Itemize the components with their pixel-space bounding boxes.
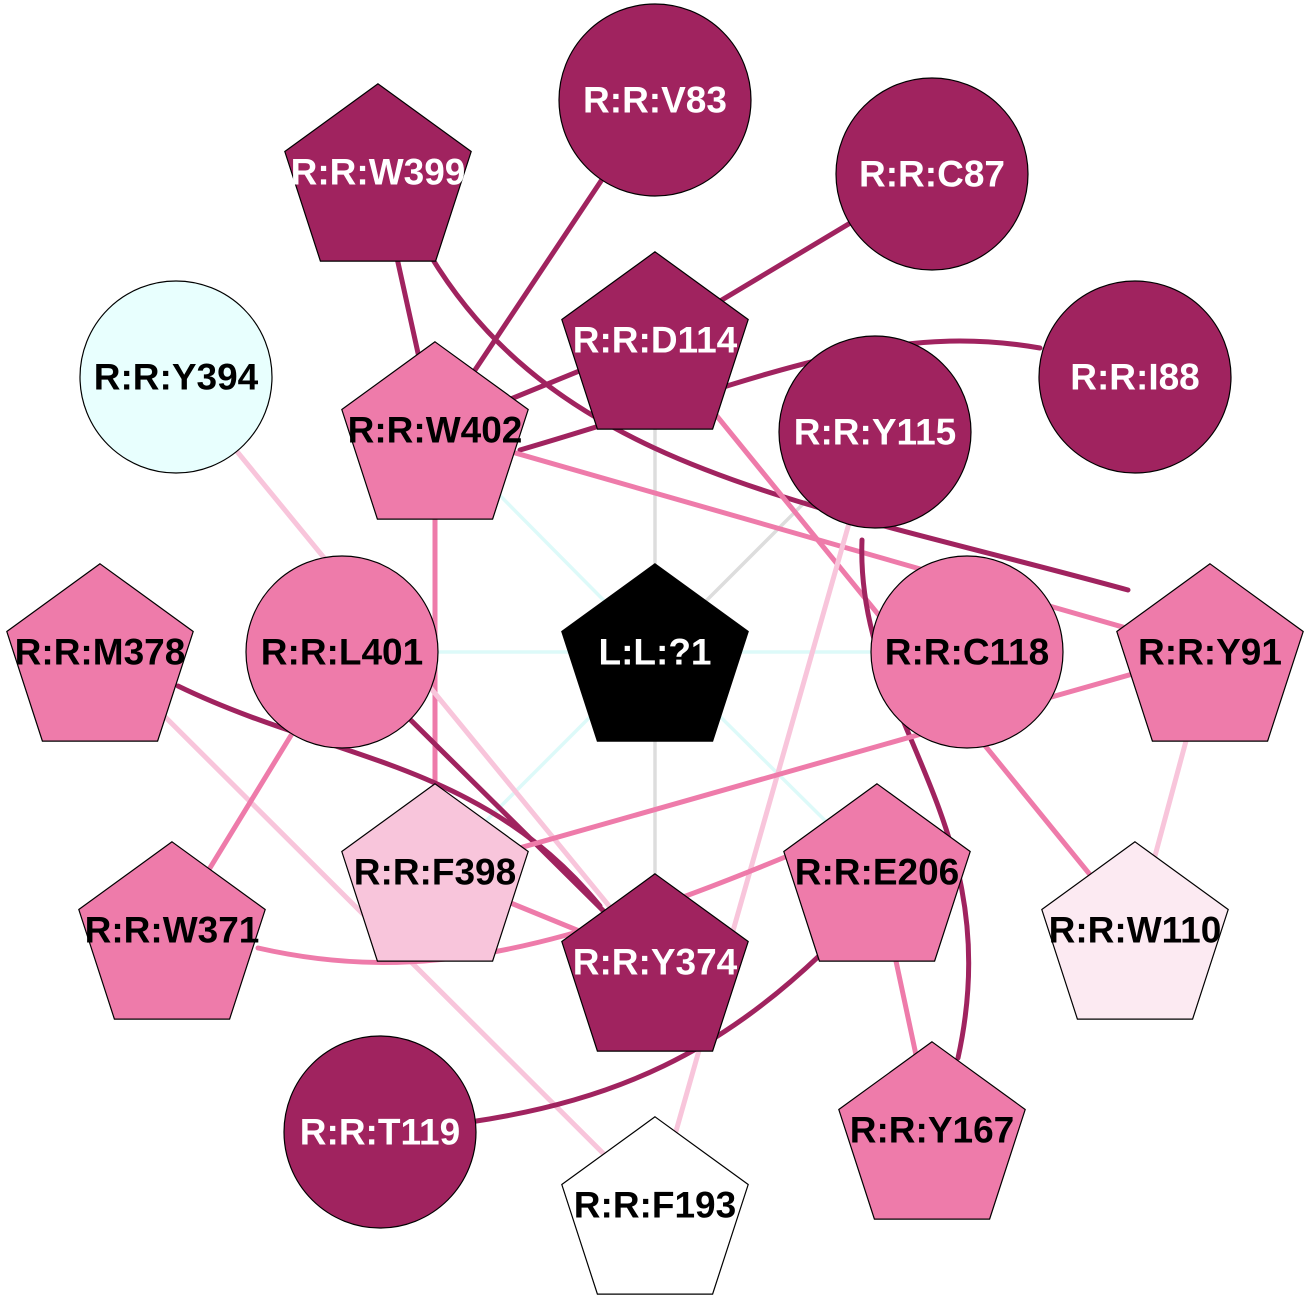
node-shape-r-r-c87 bbox=[835, 77, 1029, 271]
node-r-r-c87: R:R:C87 bbox=[835, 77, 1029, 271]
node-r-r-f398: R:R:F398 bbox=[341, 783, 529, 962]
node-shape-r-r-w371 bbox=[78, 841, 266, 1020]
node-r-r-t119: R:R:T119 bbox=[283, 1035, 477, 1229]
node-shape-r-r-v83 bbox=[558, 3, 752, 197]
edge-r-r-y115-r-r-f193 bbox=[652, 429, 878, 1208]
node-label-r-r-w371: R:R:W371 bbox=[85, 910, 260, 951]
node-shape-r-r-y374 bbox=[561, 873, 749, 1052]
node-label-r-r-t119: R:R:T119 bbox=[300, 1112, 460, 1153]
node-shape-r-r-f398 bbox=[341, 783, 529, 962]
node-shape-r-r-m378 bbox=[6, 563, 194, 742]
node-r-r-y91: R:R:Y91 bbox=[1116, 563, 1304, 742]
node-r-r-f193: R:R:F193 bbox=[561, 1116, 749, 1295]
edge-r-r-w371-r-r-e206 bbox=[255, 852, 793, 965]
node-label-r-r-y394: R:R:Y394 bbox=[94, 357, 259, 398]
node-shape-r-r-c118 bbox=[870, 555, 1064, 749]
node-label-r-r-y91: R:R:Y91 bbox=[1138, 632, 1282, 673]
node-r-r-y374: R:R:Y374 bbox=[561, 873, 749, 1052]
edge-r-r-y115-r-r-y167 bbox=[859, 537, 972, 1061]
node-r-r-e206: R:R:E206 bbox=[783, 783, 971, 962]
node-shape-r-r-w399 bbox=[284, 83, 472, 262]
node-label-r-r-y115: R:R:Y115 bbox=[794, 412, 956, 453]
edge-r-r-e206-r-r-t119 bbox=[467, 952, 823, 1125]
node-r-r-w399: R:R:W399 bbox=[284, 83, 472, 262]
node-label-r-r-w399: R:R:W399 bbox=[291, 152, 466, 193]
node-label-r-r-f193: R:R:F193 bbox=[574, 1185, 736, 1226]
node-label-r-r-l401: R:R:L401 bbox=[261, 632, 423, 673]
node-shape-r-r-d114 bbox=[561, 251, 749, 430]
node-label-r-r-m378: R:R:M378 bbox=[15, 632, 186, 673]
node-shape-r-r-t119 bbox=[283, 1035, 477, 1229]
node-shape-r-r-w402 bbox=[341, 341, 529, 520]
node-shape-r-r-y167 bbox=[838, 1041, 1026, 1220]
nodes-layer: L:L:?1 R:R:V83R:R:C87R:R:I88R:R:Y115R:R:T… bbox=[6, 3, 1304, 1295]
node-shape-r-r-l401 bbox=[245, 555, 439, 749]
edge-r-r-w402-r-r-y91 bbox=[432, 427, 1213, 655]
node-r-r-i88: R:R:I88 bbox=[1038, 280, 1232, 474]
edge-r-r-w399-r-r-y91 bbox=[427, 252, 1131, 593]
node-shape-r-r-e206 bbox=[783, 783, 971, 962]
node-label-r-r-d114: R:R:D114 bbox=[573, 320, 738, 361]
node-shape-r-r-y91 bbox=[1116, 563, 1304, 742]
node-shape-r-r-y115 bbox=[778, 335, 972, 529]
node-label-r-r-y167: R:R:Y167 bbox=[850, 1110, 1015, 1151]
node-label-r-r-e206: R:R:E206 bbox=[795, 852, 960, 893]
node-r-r-m378: R:R:M378 bbox=[6, 563, 194, 742]
node-label-r-r-i88: R:R:I88 bbox=[1070, 357, 1200, 398]
node-l-l-1: L:L:?1 bbox=[561, 563, 749, 742]
node-label-l-l-1: L:L:?1 bbox=[598, 632, 711, 673]
node-shape-l-l-1 bbox=[561, 563, 749, 742]
node-r-r-y394: R:R:Y394 bbox=[79, 280, 273, 474]
node-r-r-v83: R:R:V83 bbox=[558, 3, 752, 197]
node-label-r-r-c87: R:R:C87 bbox=[859, 154, 1005, 195]
node-r-r-w110: R:R:W110 bbox=[1041, 841, 1229, 1020]
node-r-r-w371: R:R:W371 bbox=[78, 841, 266, 1020]
node-r-r-d114: R:R:D114 bbox=[561, 251, 749, 430]
node-r-r-y167: R:R:Y167 bbox=[838, 1041, 1026, 1220]
node-label-r-r-f398: R:R:F398 bbox=[354, 852, 516, 893]
node-shape-r-r-f193 bbox=[561, 1116, 749, 1295]
edge-r-r-y91-r-r-f398 bbox=[432, 649, 1213, 875]
node-label-r-r-y374: R:R:Y374 bbox=[573, 942, 738, 983]
node-shape-r-r-i88 bbox=[1038, 280, 1232, 474]
node-label-r-r-w110: R:R:W110 bbox=[1049, 910, 1222, 951]
node-r-r-l401: R:R:L401 bbox=[245, 555, 439, 749]
node-shape-r-r-y394 bbox=[79, 280, 273, 474]
node-label-r-r-v83: R:R:V83 bbox=[583, 80, 727, 121]
node-r-r-c118: R:R:C118 bbox=[870, 555, 1064, 749]
node-shape-r-r-w110 bbox=[1041, 841, 1229, 1020]
node-label-r-r-w402: R:R:W402 bbox=[348, 410, 523, 451]
node-r-r-y115: R:R:Y115 bbox=[778, 335, 972, 529]
node-label-r-r-c118: R:R:C118 bbox=[885, 632, 1050, 673]
node-r-r-w402: R:R:W402 bbox=[341, 341, 529, 520]
